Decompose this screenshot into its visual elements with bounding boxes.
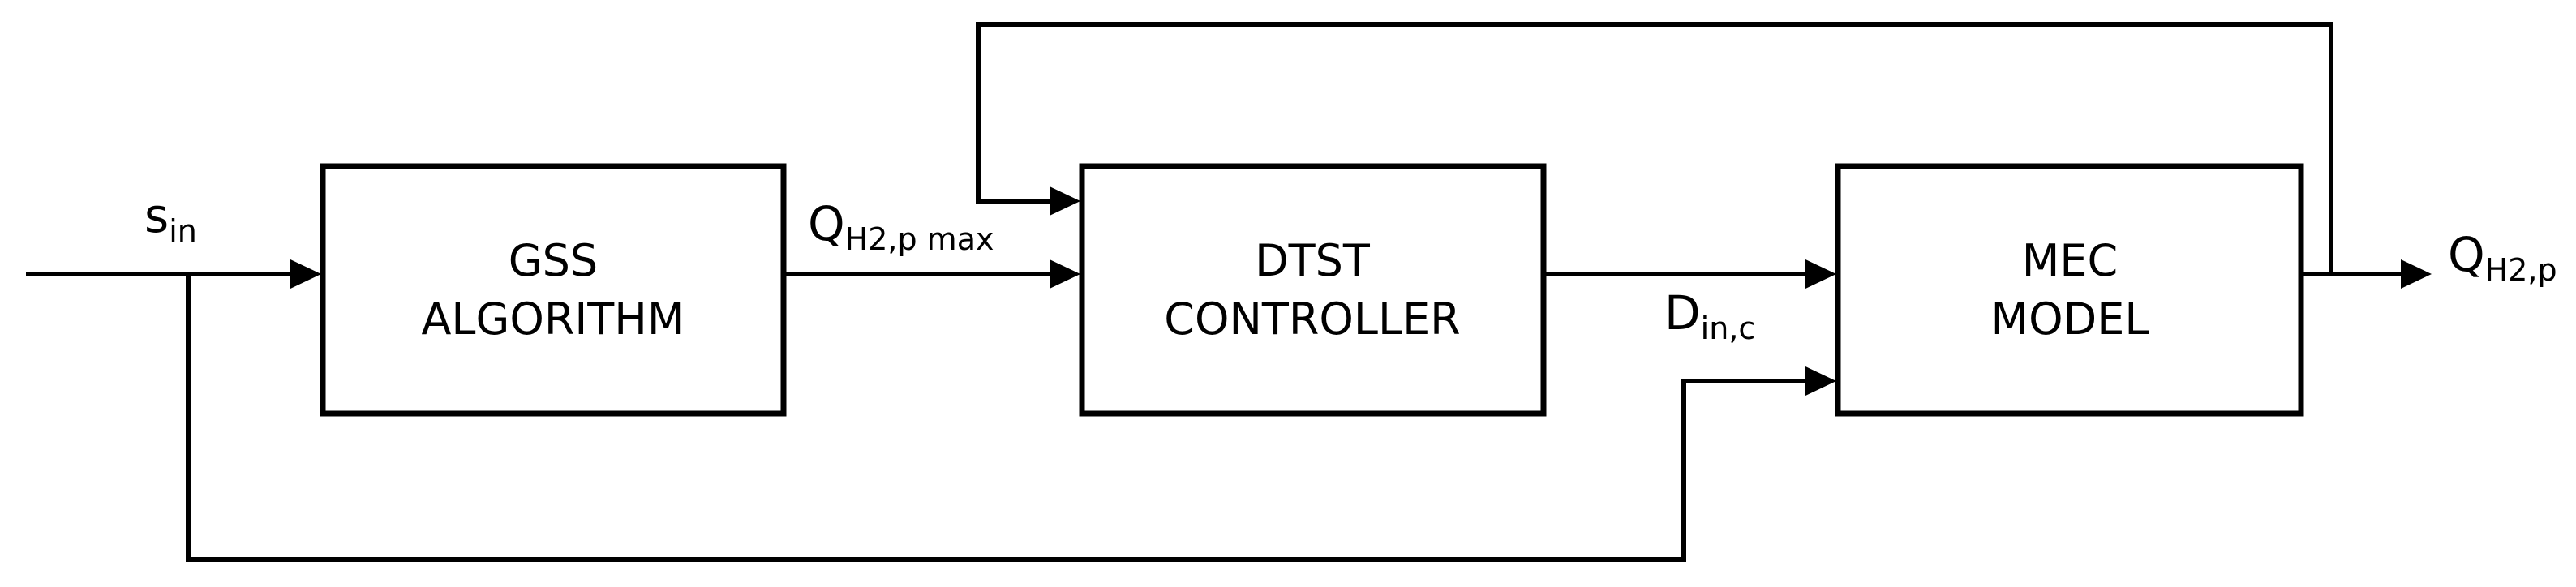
gss-block-label-line1: GSS bbox=[509, 235, 598, 286]
wire-feedforward-input-to-mec bbox=[186, 274, 1809, 562]
signal-qmax-sub: H2,p max bbox=[845, 221, 994, 257]
gss-block-label-line2: ALGORITHM bbox=[421, 294, 685, 345]
signal-label-din: Din,c bbox=[1664, 285, 1755, 346]
dtst-controller-block: DTST CONTROLLER bbox=[1079, 163, 1547, 417]
arrowhead-dtst-feedback bbox=[1050, 186, 1080, 216]
arrowhead-mec-input-bottom bbox=[1805, 366, 1836, 396]
arrowhead-output bbox=[2401, 259, 2432, 289]
mec-block-frame bbox=[1835, 163, 2304, 417]
signal-din-main: D bbox=[1664, 285, 1701, 341]
dtst-block-label-line2: CONTROLLER bbox=[1164, 294, 1460, 345]
arrowhead-gss-input bbox=[290, 259, 321, 289]
signal-label-output: QH2,p bbox=[2448, 227, 2557, 288]
gss-algorithm-block: GSS ALGORITHM bbox=[320, 163, 787, 417]
signal-din-sub: in,c bbox=[1701, 311, 1756, 346]
signal-label-input: sin bbox=[144, 188, 197, 249]
signal-input-sub: in bbox=[169, 213, 197, 249]
signal-label-qmax: QH2,p max bbox=[808, 196, 994, 257]
signal-input-main: s bbox=[144, 188, 169, 243]
gss-block-frame bbox=[320, 163, 787, 417]
signal-output-main: Q bbox=[2448, 227, 2485, 282]
signal-qmax-main: Q bbox=[808, 196, 845, 251]
dtst-block-label-line1: DTST bbox=[1255, 235, 1371, 286]
dtst-block-frame bbox=[1079, 163, 1547, 417]
connections bbox=[26, 22, 2432, 562]
wire-feedback-output-to-dtst bbox=[976, 22, 2333, 274]
arrowhead-dtst-input bbox=[1050, 259, 1080, 289]
mec-block-label-line1: MEC bbox=[2022, 235, 2118, 286]
signal-output-sub: H2,p bbox=[2485, 252, 2557, 288]
mec-model-block: MEC MODEL bbox=[1835, 163, 2304, 417]
arrowhead-mec-input-top bbox=[1805, 259, 1836, 289]
mec-block-label-line2: MODEL bbox=[1991, 294, 2149, 345]
